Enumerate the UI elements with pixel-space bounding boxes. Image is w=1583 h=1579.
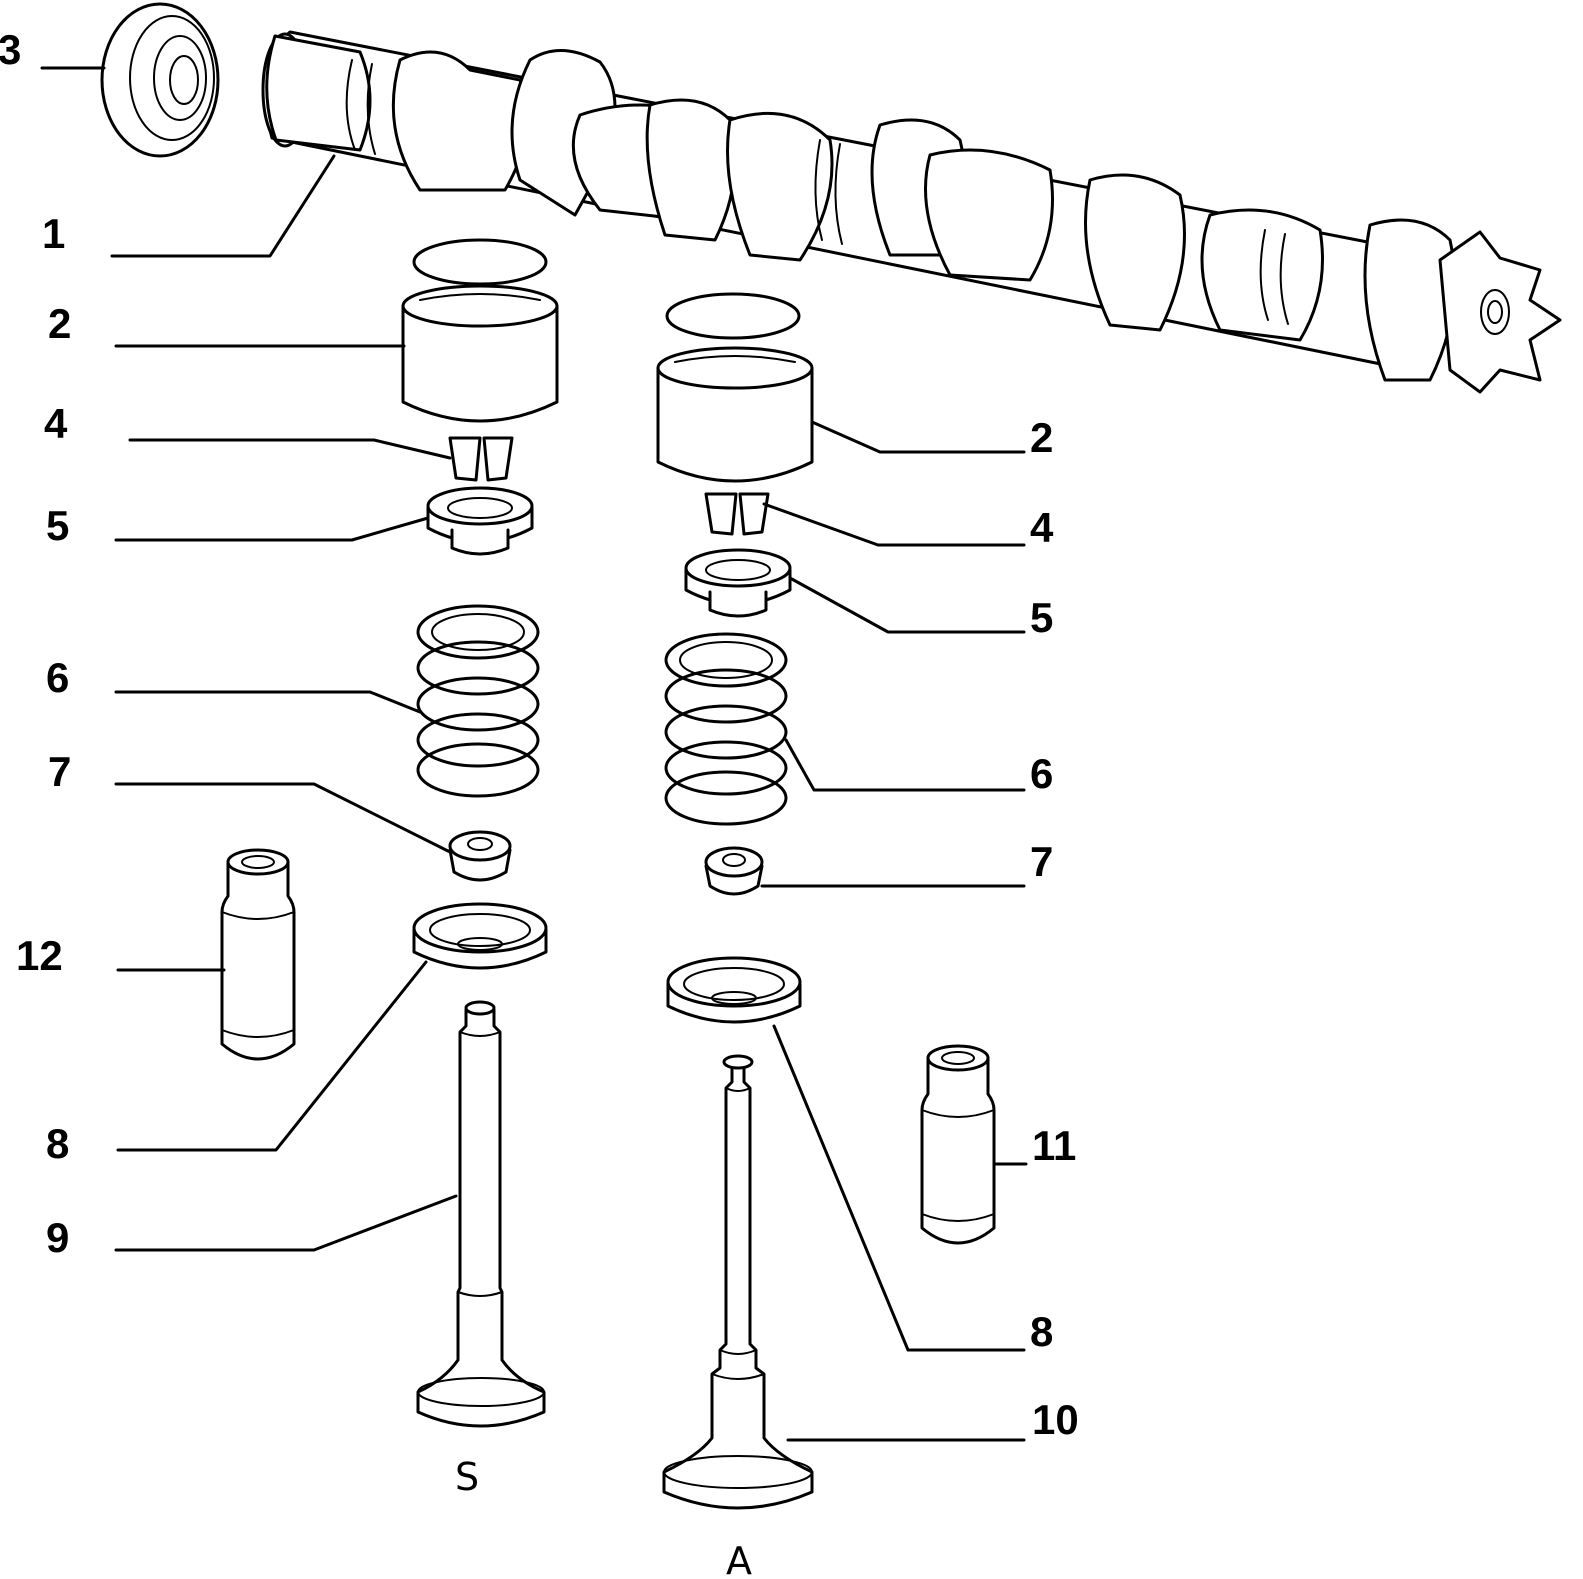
callout-10: 10 (1032, 1396, 1079, 1443)
callout-5-left: 5 (46, 502, 69, 549)
intake-valve-part (416, 1000, 546, 1428)
exhaust-valve-part (662, 1054, 814, 1510)
valve-spring-left-part (416, 604, 540, 798)
leader-lines (40, 66, 1028, 1442)
callout-1: 1 (42, 210, 65, 257)
spring-seat-right-part (666, 956, 802, 1024)
callout-3: 3 (0, 26, 21, 73)
callout-4-left: 4 (44, 400, 68, 447)
callout-5-right: 5 (1030, 594, 1053, 641)
callout-6-right: 6 (1030, 750, 1053, 797)
valve-stem-seal-left-part (448, 830, 512, 882)
callout-9: 9 (46, 1214, 69, 1261)
spring-seat-left-part (412, 902, 548, 970)
valve-guide-exhaust-part (920, 1044, 996, 1245)
valve-collets-left-part (448, 436, 514, 482)
spring-retainer-right-part (684, 548, 792, 618)
tappet-right-part (656, 292, 814, 483)
valve-spring-right-part (664, 632, 788, 826)
callout-7-right: 7 (1030, 838, 1053, 885)
valve-collets-right-part (704, 492, 770, 536)
callout-4-right: 4 (1030, 504, 1054, 551)
camshaft-part (261, 30, 1562, 394)
valve-stem-seal-right-part (704, 846, 764, 896)
callout-8-left: 8 (46, 1120, 69, 1167)
callout-2-left: 2 (48, 300, 71, 347)
exhaust-side-label: A (726, 1539, 752, 1579)
tappet-left-part (401, 238, 559, 423)
intake-side-label: S (455, 1455, 479, 1499)
callout-2-right: 2 (1030, 414, 1053, 461)
valve-guide-intake-part (220, 848, 296, 1061)
callout-11: 11 (1032, 1122, 1076, 1169)
callout-6-left: 6 (46, 654, 69, 701)
oil-seal-part (100, 2, 220, 158)
callout-7-left: 7 (48, 748, 71, 795)
callout-8-right: 8 (1030, 1308, 1053, 1355)
spring-retainer-left-part (426, 486, 534, 556)
callout-12: 12 (16, 932, 63, 979)
